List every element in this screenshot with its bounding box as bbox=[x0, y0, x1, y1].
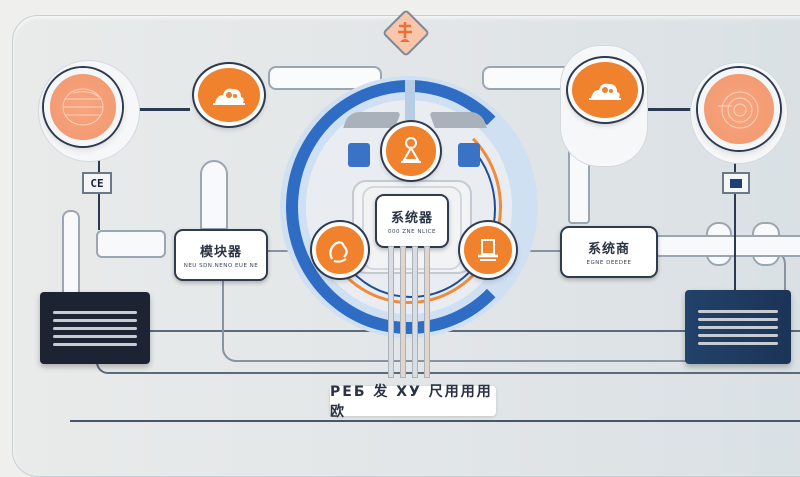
left-node-subtitle: NEU SDN.NENO EUE NE bbox=[183, 263, 259, 269]
pipe-right-horizontal bbox=[655, 235, 800, 257]
center-hub-title: 系统器 bbox=[390, 211, 433, 226]
server-bar bbox=[53, 334, 137, 338]
cloud-cluster-icon bbox=[589, 83, 621, 100]
hub-inner-blue-arc bbox=[326, 120, 496, 298]
left-chip-label: CE bbox=[90, 176, 104, 190]
hub-strip-left bbox=[343, 112, 401, 128]
server-bar bbox=[53, 326, 137, 330]
person-node-icon bbox=[395, 18, 415, 46]
hub-wire-4 bbox=[424, 246, 430, 378]
server-bar bbox=[697, 317, 779, 321]
spiral-icon bbox=[718, 91, 759, 129]
hub-strip-right bbox=[429, 112, 487, 128]
left-server-block[interactable] bbox=[40, 292, 150, 364]
left-node-title: 模块器 bbox=[199, 245, 242, 260]
left-orange-node[interactable] bbox=[194, 64, 264, 126]
left-chip[interactable]: CE bbox=[82, 172, 112, 194]
hub-module-right[interactable] bbox=[458, 143, 480, 167]
server-bar bbox=[697, 333, 779, 337]
hub-wire-3 bbox=[412, 246, 418, 378]
center-hub-subtitle: 000 ZNE NLICE bbox=[388, 229, 436, 235]
left-peach-node[interactable] bbox=[44, 68, 122, 146]
server-bar bbox=[53, 318, 137, 322]
right-orange-node[interactable] bbox=[568, 58, 642, 122]
left-node-label[interactable]: 模块器 NEU SDN.NENO EUE NE bbox=[174, 229, 268, 281]
hub-divider bbox=[405, 80, 415, 120]
hand-icon bbox=[329, 241, 348, 263]
right-node-label[interactable]: 系统商 EGNE DEEDEE bbox=[560, 226, 658, 278]
right-peach-node[interactable] bbox=[698, 68, 780, 150]
right-node-title: 系统商 bbox=[587, 242, 630, 257]
server-bar bbox=[697, 325, 779, 329]
wire-right-vertical bbox=[734, 140, 736, 330]
hub-wire-1 bbox=[388, 246, 394, 378]
desk-icon bbox=[478, 239, 498, 261]
cloud-cluster-icon bbox=[213, 88, 245, 105]
hub-inner-orange-arc bbox=[316, 110, 502, 304]
bottom-banner-text: РЕБ 发 ХУ 尺用用用欧 bbox=[330, 384, 493, 420]
bottom-banner[interactable]: РЕБ 发 ХУ 尺用用用欧 bbox=[330, 384, 496, 420]
hub-top-node[interactable] bbox=[382, 122, 440, 180]
right-chip-indicator bbox=[730, 178, 742, 188]
server-bar bbox=[53, 342, 137, 346]
wire-bottom-base bbox=[70, 420, 800, 422]
server-bar bbox=[697, 341, 779, 345]
right-node-subtitle: EGNE DEEDEE bbox=[586, 260, 632, 266]
hub-right-node[interactable] bbox=[460, 222, 516, 278]
server-bar bbox=[697, 309, 779, 313]
globe-lines-icon bbox=[62, 88, 104, 126]
hub-left-node[interactable] bbox=[312, 222, 368, 278]
server-bar bbox=[53, 310, 137, 314]
pipe-left-horizontal bbox=[96, 230, 166, 258]
center-hub-label[interactable]: 系统器 000 ZNE NLICE bbox=[375, 194, 449, 248]
wire-right-to-peach bbox=[640, 108, 700, 111]
hub-module-left[interactable] bbox=[348, 143, 370, 167]
volcano-icon bbox=[401, 137, 421, 163]
right-server-block[interactable] bbox=[685, 290, 791, 364]
wire-left-to-orange bbox=[130, 108, 190, 111]
pipe-left-arch bbox=[200, 160, 228, 230]
hub-wire-2 bbox=[400, 246, 406, 378]
right-chip[interactable] bbox=[722, 172, 750, 194]
